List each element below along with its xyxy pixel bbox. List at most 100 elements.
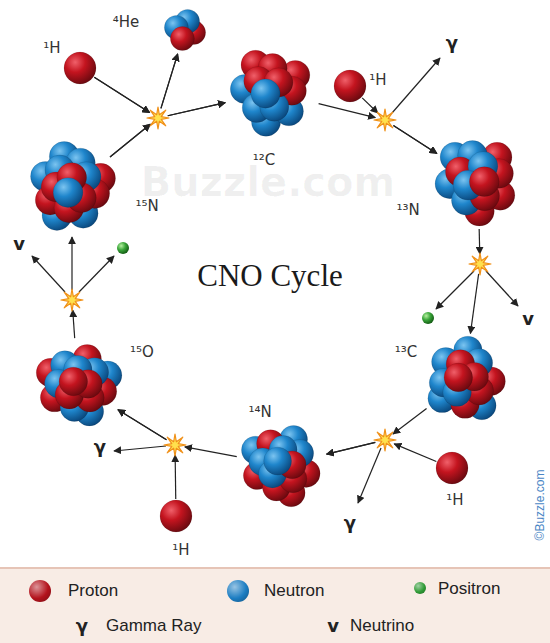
isotope-label: ¹H bbox=[446, 491, 463, 509]
neutron-sphere bbox=[264, 447, 292, 475]
nucleus-outline bbox=[334, 70, 366, 102]
positron-dot bbox=[422, 312, 434, 324]
arrow-segment bbox=[394, 444, 436, 462]
reaction-star bbox=[164, 434, 186, 456]
arrow-segment bbox=[393, 125, 436, 153]
nucleus-outline bbox=[161, 6, 209, 54]
legend-text: Neutron bbox=[264, 581, 324, 601]
proton-sphere bbox=[59, 367, 88, 396]
isotope-label: ¹⁵O bbox=[130, 343, 154, 361]
reaction-arrow bbox=[327, 408, 427, 454]
isotope-label: ⁴He bbox=[113, 13, 140, 31]
nucleus-outline bbox=[32, 339, 124, 431]
arrow-segment bbox=[327, 442, 376, 454]
positron-arrow bbox=[79, 256, 114, 292]
oxygen-nucleus: ¹⁵O bbox=[32, 339, 124, 431]
arrow-segment bbox=[362, 98, 378, 113]
positron-arrow bbox=[436, 271, 474, 309]
watermark: ©Buzzle.com bbox=[533, 470, 547, 541]
reaction-arrow bbox=[319, 104, 437, 154]
hydrogen-proton: ¹H bbox=[64, 52, 96, 84]
reaction-arrow bbox=[94, 77, 225, 116]
isotope-label: ¹H bbox=[172, 541, 189, 559]
neutrino-symbol: v bbox=[522, 308, 534, 329]
arrow-segment bbox=[118, 410, 167, 440]
reaction-star bbox=[374, 109, 396, 131]
arrow-segment bbox=[110, 124, 150, 157]
nitrogen-nucleus: ¹⁴N bbox=[237, 420, 327, 510]
reaction-stars bbox=[61, 107, 491, 456]
positron-swatch bbox=[414, 582, 426, 594]
reaction-arrow bbox=[118, 410, 176, 499]
nucleus-outline bbox=[24, 140, 120, 236]
reaction-arrow bbox=[72, 237, 75, 338]
arrow-segment bbox=[175, 455, 177, 499]
arrow-segment bbox=[393, 125, 436, 153]
carbon-nucleus: ¹³C bbox=[418, 334, 510, 426]
arrow-segment bbox=[110, 124, 150, 157]
hydrogen-proton: ¹H bbox=[436, 452, 468, 484]
proton-sphere bbox=[170, 27, 194, 51]
reaction-arrow bbox=[94, 54, 177, 113]
reaction-star bbox=[61, 289, 83, 311]
reaction-star bbox=[469, 253, 491, 275]
isotope-label: ¹H bbox=[43, 39, 60, 57]
helium-nucleus: ⁴He bbox=[161, 6, 209, 54]
reaction-arrow bbox=[118, 410, 237, 457]
arrow-segment bbox=[161, 54, 178, 109]
isotope-label: ¹³C bbox=[395, 343, 418, 361]
arrow-segment bbox=[94, 77, 149, 112]
legend-text: Positron bbox=[438, 579, 500, 599]
neutron-sphere bbox=[251, 79, 280, 108]
nitrogen-nucleus: ¹³N bbox=[430, 132, 526, 228]
positron-dot bbox=[117, 242, 129, 254]
isotope-label: ¹³N bbox=[396, 201, 419, 219]
nucleus-outline bbox=[64, 52, 96, 84]
proton-sphere bbox=[444, 363, 473, 392]
arrow-segment bbox=[470, 274, 478, 334]
legend-rule bbox=[0, 567, 550, 569]
arrow-segment bbox=[319, 104, 376, 118]
nucleus-outline bbox=[436, 452, 468, 484]
gamma-arrow bbox=[114, 446, 166, 451]
neutrino-symbol: v bbox=[13, 233, 25, 254]
gamma-arrow bbox=[392, 58, 440, 113]
diagram-title: CNO Cycle bbox=[197, 258, 343, 294]
nucleus-outline bbox=[418, 334, 510, 426]
gamma-symbol: γ bbox=[94, 436, 106, 457]
neutron-swatch bbox=[227, 580, 249, 602]
nitrogen-nucleus: ¹⁵N bbox=[24, 140, 120, 236]
arrow-segment bbox=[393, 408, 427, 434]
nucleus-outline bbox=[237, 420, 327, 510]
emission-arrows bbox=[32, 58, 518, 503]
proton-sphere bbox=[334, 70, 366, 102]
carbon-nucleus: ¹²C bbox=[225, 45, 319, 139]
arrow-segment bbox=[118, 410, 167, 440]
legend-text: Neutrino bbox=[350, 616, 414, 636]
nucleus-outline bbox=[430, 132, 526, 228]
legend-band bbox=[0, 568, 550, 643]
reaction-arrow bbox=[110, 54, 178, 157]
isotope-label: ¹H bbox=[369, 71, 386, 89]
arrow-segment bbox=[161, 54, 178, 109]
edge-layer bbox=[72, 54, 480, 499]
arrow-segment bbox=[327, 442, 376, 454]
hydrogen-proton: ¹H bbox=[160, 500, 192, 532]
legend-symbol: v bbox=[327, 615, 339, 636]
proton-sphere bbox=[469, 167, 499, 197]
arrow-segment bbox=[73, 310, 75, 338]
arrow-segment bbox=[94, 77, 149, 112]
reaction-star bbox=[374, 429, 396, 451]
isotope-label: ¹⁴N bbox=[248, 403, 271, 421]
neutron-sphere bbox=[53, 178, 83, 208]
reaction-arrow bbox=[110, 103, 225, 157]
gamma-symbol: γ bbox=[344, 512, 356, 533]
arrow-segment bbox=[479, 229, 481, 254]
neutrino-arrow bbox=[486, 271, 518, 306]
gamma-symbol: γ bbox=[446, 32, 458, 53]
gamma-arrow bbox=[358, 448, 381, 503]
legend-text: Proton bbox=[68, 581, 118, 601]
neutrino-arrow bbox=[32, 256, 65, 292]
nucleus-outline bbox=[225, 45, 319, 139]
